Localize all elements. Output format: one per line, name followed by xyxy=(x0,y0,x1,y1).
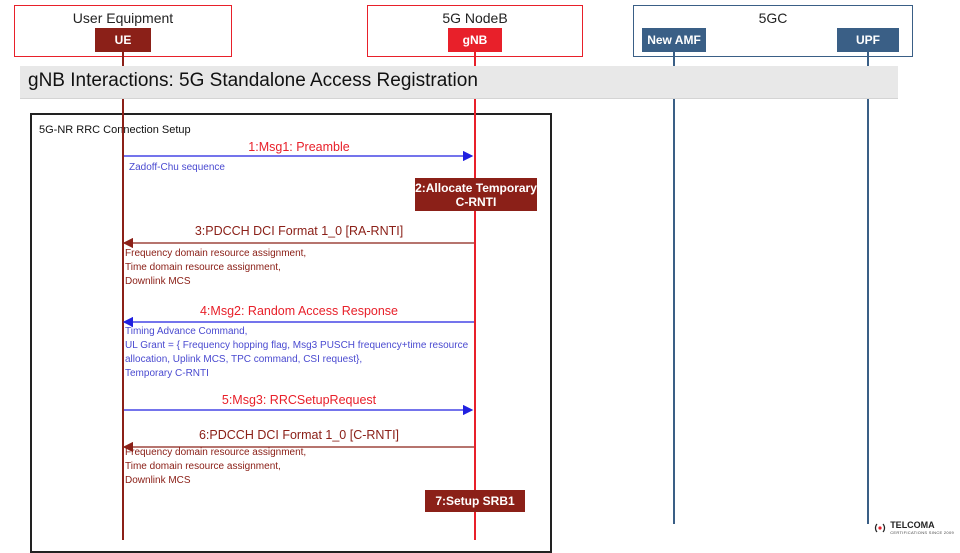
note-dci-c: Frequency domain resource assignment, Ti… xyxy=(125,447,307,486)
section-title: 5G-NR RRC Connection Setup xyxy=(39,124,191,136)
logo-name: TELCOMA xyxy=(890,520,935,530)
lifeline-amf xyxy=(673,52,675,524)
note-rar: Timing Advance Command, UL Grant = { Fre… xyxy=(125,326,469,379)
message-arrows xyxy=(122,150,474,453)
message-label-msg3: 5:Msg3: RRCSetupRequest xyxy=(221,393,377,407)
logo-tagline: CERTIFICATIONS SINCE 2009 xyxy=(890,530,954,535)
group-title: User Equipment xyxy=(72,10,174,26)
entity-upf[interactable]: UPF xyxy=(837,28,899,52)
entity-ue[interactable]: UE xyxy=(95,28,151,52)
message-label-pdcch-ra: 3:PDCCH DCI Format 1_0 [RA-RNTI] xyxy=(194,224,404,238)
entity-gnb[interactable]: gNB xyxy=(448,28,502,52)
entity-new-amf[interactable]: New AMF xyxy=(642,28,706,52)
message-label-pdcch-c: 6:PDCCH DCI Format 1_0 [C-RNTI] xyxy=(198,428,400,442)
message-label-msg1: 1:Msg1: Preamble xyxy=(248,140,350,154)
group-5gc: 5GC xyxy=(633,5,913,57)
note-dci-ra: Frequency domain resource assignment, Ti… xyxy=(125,248,307,287)
diagram-title: gNB Interactions: 5G Standalone Access R… xyxy=(28,70,478,91)
telcoma-logo: TELCOMA CERTIFICATIONS SINCE 2009 xyxy=(873,521,954,535)
action-setup-srb1: 7:Setup SRB1 xyxy=(425,490,525,512)
note-zadoff-chu: Zadoff-Chu sequence xyxy=(129,162,225,173)
group-title: 5GC xyxy=(758,10,788,26)
message-label-msg2: 4:Msg2: Random Access Response xyxy=(199,304,399,318)
lifeline-gnb-front xyxy=(474,99,476,540)
lifeline-upf xyxy=(867,52,869,524)
title-banner: gNB Interactions: 5G Standalone Access R… xyxy=(20,66,898,99)
action-allocate-temp-crnti: 2:Allocate Temporary C-RNTI xyxy=(415,178,537,211)
signal-icon xyxy=(875,523,886,533)
group-title: 5G NodeB xyxy=(442,10,508,26)
